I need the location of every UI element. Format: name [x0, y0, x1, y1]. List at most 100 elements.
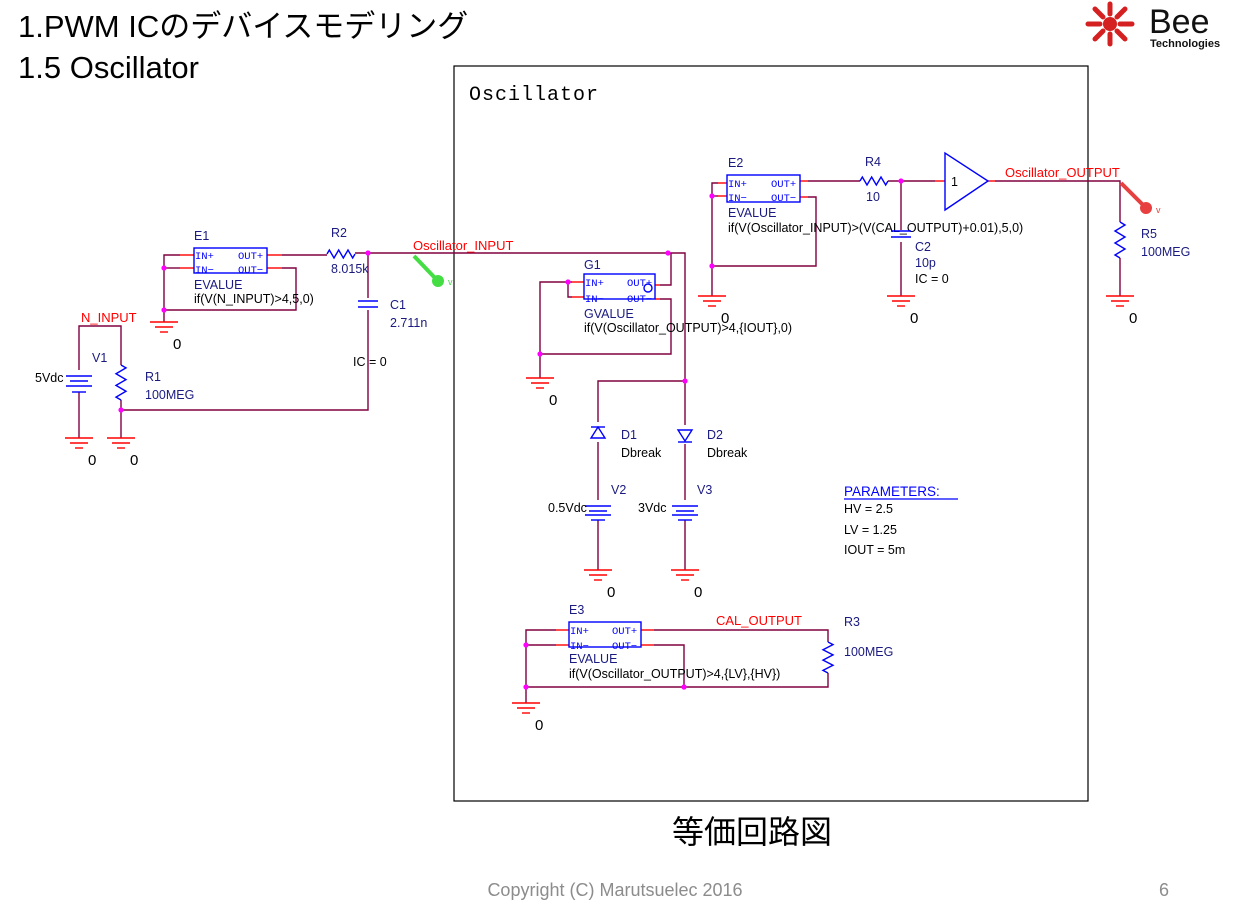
junction-dot	[161, 265, 167, 271]
junction-dot	[537, 351, 543, 357]
v2-dc-source[interactable]: V2 0.5Vdc	[548, 483, 626, 521]
bee-technologies-logo: Bee Technologies	[1085, 1, 1220, 50]
r3-resistor[interactable]	[821, 641, 835, 674]
r2-value: 8.015k	[331, 262, 369, 276]
svg-text:OUT−: OUT−	[238, 265, 263, 277]
ground-label: 0	[694, 584, 702, 601]
page-number: 6	[1159, 880, 1169, 900]
r5-ref: R5	[1141, 227, 1157, 241]
e2-evalue[interactable]: IN+ IN− OUT+ OUT− E2 EVALUE if(V(Oscilla…	[726, 156, 1023, 235]
junction-dot	[523, 684, 529, 690]
c2-value: 10p	[915, 256, 936, 270]
r5-resistor[interactable]	[1113, 221, 1127, 259]
e2-ref: E2	[728, 156, 743, 170]
r5-value: 100MEG	[1141, 245, 1190, 259]
svg-text:Dbreak: Dbreak	[621, 446, 662, 460]
e3-evalue[interactable]: IN+ IN− OUT+ OUT− E3 EVALUE if(V(Oscilla…	[568, 603, 780, 681]
logo-emblem-icon	[1085, 1, 1135, 47]
ground-label: 0	[910, 310, 918, 327]
ground-label: 0	[721, 310, 729, 327]
svg-text:IN−: IN−	[728, 193, 747, 205]
ground-icon: 0	[887, 295, 918, 327]
e2-expr: if(V(Oscillator_INPUT)>(V(CAL_OUTPUT)+0.…	[728, 221, 1023, 235]
junction-dot	[565, 279, 571, 285]
svg-text:OUT−: OUT−	[612, 641, 637, 653]
ground-label: 0	[549, 392, 557, 409]
copyright: Copyright (C) Marutsuelec 2016	[487, 880, 742, 900]
ground-label: 0	[607, 584, 615, 601]
junction-dot	[523, 642, 529, 648]
svg-text:D1: D1	[621, 428, 637, 442]
ground-icon: 0	[671, 569, 702, 601]
r2-resistor[interactable]	[326, 248, 356, 260]
ground-icon: 0	[65, 437, 96, 469]
junction-dot	[682, 378, 688, 384]
junction-dot	[161, 307, 167, 313]
ground-label: 0	[535, 717, 543, 734]
g1-expr: if(V(Oscillator_OUTPUT)>4,{IOUT},0)	[584, 321, 792, 335]
u1-buffer[interactable]: 1	[944, 151, 990, 212]
junction-dot	[898, 178, 904, 184]
c2-capacitor[interactable]: C2 10p IC = 0	[891, 230, 949, 286]
net-label-oscillator-output: Oscillator_OUTPUT	[1005, 165, 1120, 180]
voltage-probe-output-icon[interactable]: v	[1119, 181, 1161, 215]
ground-icon: 0	[512, 702, 543, 734]
r1-value: 100MEG	[145, 388, 194, 402]
svg-text:IN+: IN+	[728, 179, 747, 191]
v1-dc-source[interactable]: V1 5Vdc	[35, 351, 107, 393]
ground-icon: 0	[1106, 295, 1137, 327]
logo-name: Bee	[1149, 3, 1210, 41]
e3-type: EVALUE	[569, 652, 617, 666]
svg-text:OUT+: OUT+	[612, 626, 637, 638]
ground-icon: 0	[698, 295, 729, 327]
r4-resistor[interactable]	[859, 175, 889, 187]
svg-text:2.711n: 2.711n	[390, 316, 427, 330]
junction-dot	[665, 250, 671, 256]
svg-text:IN−: IN−	[570, 641, 589, 653]
r3-ref: R3	[844, 615, 860, 629]
e1-expr: if(V(N_INPUT)>4,5,0)	[194, 292, 314, 306]
svg-text:5Vdc: 5Vdc	[35, 371, 64, 385]
v3-dc-source[interactable]: V3 3Vdc	[638, 483, 712, 521]
svg-text:IN+: IN+	[195, 251, 214, 263]
ground-label: 0	[173, 336, 181, 353]
slide-subtitle: 1.5 Oscillator	[18, 50, 199, 85]
e1-ref: E1	[194, 229, 209, 243]
param-hv: HV = 2.5	[844, 502, 893, 516]
svg-text:V1: V1	[92, 351, 107, 365]
c1-capacitor[interactable]: C1 2.711n IC = 0	[353, 298, 427, 369]
g1-type: GVALUE	[584, 307, 634, 321]
svg-text:v: v	[448, 277, 453, 287]
ground-icon: 0	[150, 321, 181, 353]
svg-text:0.5Vdc: 0.5Vdc	[548, 501, 587, 515]
g1-gvalue[interactable]: IN+ IN− OUT+ OUT− G1 GVALUE if(V(Oscilla…	[583, 258, 792, 335]
junction-dot	[709, 263, 715, 269]
svg-text:v: v	[1156, 205, 1161, 215]
svg-text:D2: D2	[707, 428, 723, 442]
e1-evalue[interactable]: IN+ IN− OUT+ OUT− E1 EVALUE if(V(N_INPUT…	[193, 229, 314, 306]
svg-text:V2: V2	[611, 483, 626, 497]
g1-ref: G1	[584, 258, 601, 272]
svg-text:OUT+: OUT+	[238, 251, 263, 263]
svg-text:IC = 0: IC = 0	[353, 355, 387, 369]
logo-sub: Technologies	[1150, 38, 1220, 50]
ground-label: 0	[1129, 310, 1137, 327]
ground-icon: 0	[107, 437, 138, 469]
svg-text:OUT+: OUT+	[627, 278, 652, 290]
junction-dot	[365, 250, 371, 256]
r1-resistor[interactable]	[114, 364, 128, 401]
d2-diode[interactable]: D2 Dbreak	[676, 428, 748, 460]
c2-ic: IC = 0	[915, 272, 949, 286]
r3-value: 100MEG	[844, 645, 893, 659]
e1-type: EVALUE	[194, 278, 242, 292]
svg-text:V3: V3	[697, 483, 712, 497]
r2-ref: R2	[331, 226, 347, 240]
ground-label: 0	[88, 452, 96, 469]
param-lv: LV = 1.25	[844, 523, 897, 537]
svg-text:PARAMETERS:: PARAMETERS:	[844, 484, 940, 499]
d1-diode[interactable]: D1 Dbreak	[589, 425, 662, 460]
r4-ref: R4	[865, 155, 881, 169]
voltage-probe-input-icon[interactable]: v	[412, 254, 453, 287]
circuit-caption: 等価回路図	[672, 814, 832, 850]
